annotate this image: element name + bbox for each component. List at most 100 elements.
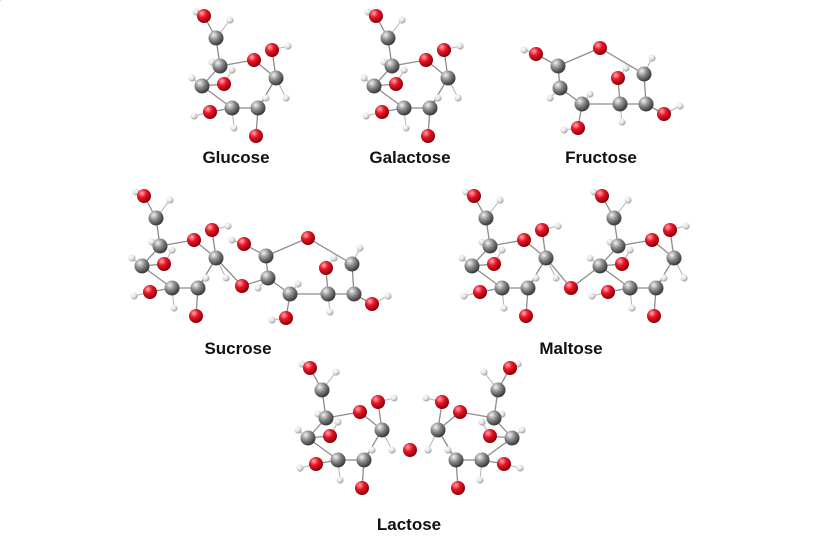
hydrogen-atom <box>680 274 688 282</box>
hydrogen-atom <box>390 394 398 402</box>
oxygen-atom <box>453 405 467 419</box>
bond-line <box>307 237 353 265</box>
hydrogen-atom <box>330 254 338 262</box>
hydrogen-atom <box>676 102 684 110</box>
glucose-label: Glucose <box>202 148 269 167</box>
carbon-atom <box>666 250 682 266</box>
hydrogen-atom <box>480 368 488 376</box>
oxygen-atom <box>205 223 219 237</box>
oxygen-atom <box>564 281 578 295</box>
hydrogen-atom <box>188 74 196 82</box>
carbon-atom <box>318 410 334 426</box>
hydrogen-atom <box>518 426 526 434</box>
hydrogen-atom <box>254 284 262 292</box>
carbon-atom <box>552 80 568 96</box>
hydrogen-atom <box>230 124 238 132</box>
carbon-atom <box>464 258 480 274</box>
oxygen-atom <box>249 129 263 143</box>
hydrogen-atom <box>282 94 290 102</box>
hydrogen-atom <box>454 94 462 102</box>
oxygen-atom <box>419 53 433 67</box>
hydrogen-atom <box>130 292 138 300</box>
hydrogen-atom <box>628 304 636 312</box>
oxygen-atom <box>519 309 533 323</box>
hydrogen-atom <box>520 46 528 54</box>
oxygen-atom <box>595 189 609 203</box>
oxygen-atom <box>421 129 435 143</box>
hydrogen-atom <box>546 94 554 102</box>
carbon-atom <box>612 96 628 112</box>
carbon-atom <box>134 258 150 274</box>
hydrogen-atom <box>356 244 364 252</box>
oxygen-atom <box>303 361 317 375</box>
carbon-atom <box>258 248 274 264</box>
hydrogen-atom <box>498 246 506 254</box>
carbon-atom <box>250 100 266 116</box>
carbon-atom <box>448 452 464 468</box>
hydrogen-atom <box>456 42 464 50</box>
galactose-label: Galactose <box>369 148 450 167</box>
hydrogen-atom <box>458 254 466 262</box>
carbon-atom <box>148 210 164 226</box>
carbon-atom <box>606 210 622 226</box>
bond-line <box>265 237 309 257</box>
carbon-atom <box>474 452 490 468</box>
oxygen-atom <box>369 9 383 23</box>
carbon-atom <box>592 258 608 274</box>
carbon-atom <box>374 422 390 438</box>
hydrogen-atom <box>168 246 176 254</box>
carbon-atom <box>494 280 510 296</box>
oxygen-atom <box>389 77 403 91</box>
oxygen-atom <box>435 395 449 409</box>
atom-layer <box>458 188 690 323</box>
hydrogen-atom <box>334 418 342 426</box>
oxygen-atom <box>503 361 517 375</box>
atom-layer <box>520 41 684 135</box>
hydrogen-atom <box>326 308 334 316</box>
hydrogen-atom <box>586 90 594 98</box>
hydrogen-atom <box>128 254 136 262</box>
carbon-atom <box>538 250 554 266</box>
hydrogen-atom <box>284 42 292 50</box>
hydrogen-atom <box>496 196 504 204</box>
oxygen-atom <box>611 71 625 85</box>
oxygen-atom <box>593 41 607 55</box>
oxygen-atom <box>235 279 249 293</box>
carbon-atom <box>346 286 362 302</box>
hydrogen-atom <box>228 236 236 244</box>
carbon-atom <box>208 30 224 46</box>
carbon-atom <box>330 452 346 468</box>
oxygen-atom <box>187 233 201 247</box>
oxygen-atom <box>371 395 385 409</box>
hydrogen-atom <box>588 292 596 300</box>
hydrogen-atom <box>618 118 626 126</box>
hydrogen-atom <box>586 254 594 262</box>
carbon-atom <box>260 270 276 286</box>
oxygen-atom <box>319 261 333 275</box>
oxygen-atom <box>217 77 231 91</box>
hydrogen-atom <box>402 124 410 132</box>
fructose-label: Fructose <box>565 148 637 167</box>
oxygen-atom <box>483 429 497 443</box>
hydrogen-atom <box>622 64 630 72</box>
atom-layer <box>188 8 292 143</box>
carbon-atom <box>366 78 382 94</box>
hydrogen-atom <box>384 292 392 300</box>
oxygen-atom <box>279 311 293 325</box>
carbon-atom <box>430 422 446 438</box>
oxygen-atom <box>189 309 203 323</box>
oxygen-atom <box>301 231 315 245</box>
carbon-atom <box>320 286 336 302</box>
carbon-atom <box>300 430 316 446</box>
carbon-atom <box>152 238 168 254</box>
hydrogen-atom <box>516 464 524 472</box>
carbon-atom <box>282 286 298 302</box>
hydrogen-atom <box>624 196 632 204</box>
oxygen-atom <box>645 233 659 247</box>
carbon-atom <box>384 58 400 74</box>
lactose-molecule <box>0 0 526 495</box>
hydrogen-atom <box>360 74 368 82</box>
atom-layer <box>360 8 464 143</box>
carbon-atom <box>396 100 412 116</box>
hydrogen-atom <box>400 66 408 74</box>
